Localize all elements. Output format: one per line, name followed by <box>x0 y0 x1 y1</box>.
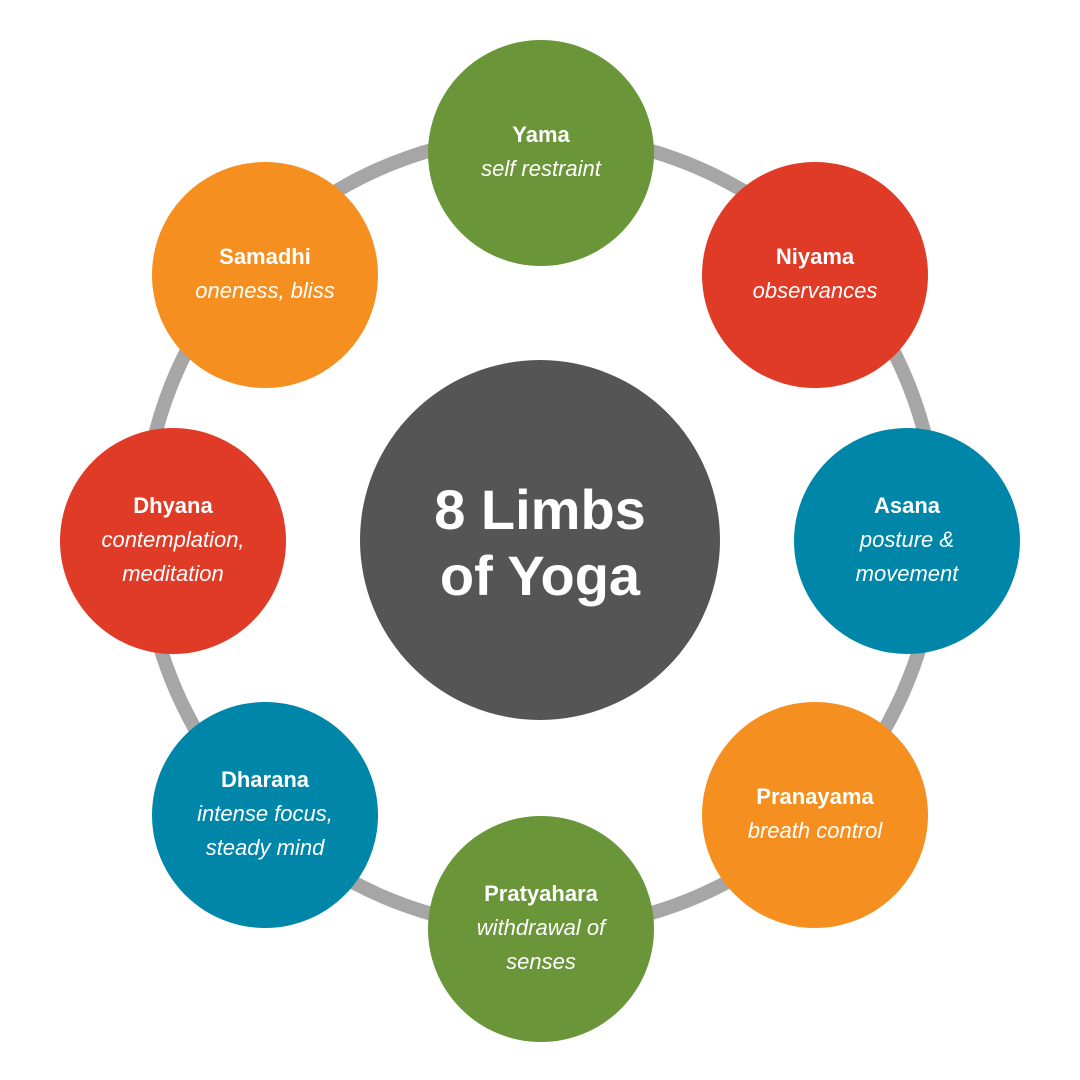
center-circle: 8 Limbs of Yoga <box>360 360 720 720</box>
limb-description-line-1: oneness, bliss <box>195 278 335 303</box>
limb-name: Asana <box>873 493 941 518</box>
limb-description: oneness, bliss <box>175 274 355 308</box>
limb-description-line-1: contemplation, <box>101 527 245 552</box>
limb-description: intense focus, steady mind <box>175 797 355 865</box>
limb-description-line-1: self restraint <box>481 156 601 181</box>
center-title: 8 Limbs of Yoga <box>410 477 670 609</box>
limb-description-line-2: senses <box>506 949 576 974</box>
limb-asana: Asana posture & movement <box>794 428 1020 654</box>
limb-name: Pratyahara <box>484 881 598 906</box>
limb-description-line-2: meditation <box>122 561 224 586</box>
limb-pratyahara: Pratyahara withdrawal of senses <box>428 816 654 1042</box>
limb-description: contemplation, meditation <box>83 523 263 591</box>
limb-description: withdrawal of senses <box>451 911 631 979</box>
limb-name: Niyama <box>775 244 855 269</box>
limb-description-line-1: breath control <box>747 818 883 843</box>
limb-description-line-1: posture & <box>859 527 955 552</box>
limb-description-line-1: withdrawal of <box>476 915 606 940</box>
center-title-line-2: of Yoga <box>439 544 641 607</box>
limb-dharana: Dharana intense focus, steady mind <box>152 702 378 928</box>
limb-description-line-1: observances <box>752 278 878 303</box>
limb-description: breath control <box>725 814 905 848</box>
limb-samadhi: Samadhi oneness, bliss <box>152 162 378 388</box>
limb-description: posture & movement <box>817 523 997 591</box>
center-title-line-1: 8 Limbs <box>434 478 646 541</box>
limb-name: Samadhi <box>219 244 311 269</box>
limb-description: observances <box>725 274 905 308</box>
limb-name: Pranayama <box>756 784 874 809</box>
limb-name: Yama <box>512 122 570 147</box>
limb-description-line-1: intense focus, <box>197 801 333 826</box>
limb-yama: Yama self restraint <box>428 40 654 266</box>
limb-description-line-2: steady mind <box>205 835 325 860</box>
limb-name: Dharana <box>220 767 310 792</box>
limb-niyama: Niyama observances <box>702 162 928 388</box>
limb-description-line-2: movement <box>855 561 959 586</box>
limb-description: self restraint <box>451 152 631 186</box>
limb-name: Dhyana <box>133 493 213 518</box>
limb-pranayama: Pranayama breath control <box>702 702 928 928</box>
limb-dhyana: Dhyana contemplation, meditation <box>60 428 286 654</box>
